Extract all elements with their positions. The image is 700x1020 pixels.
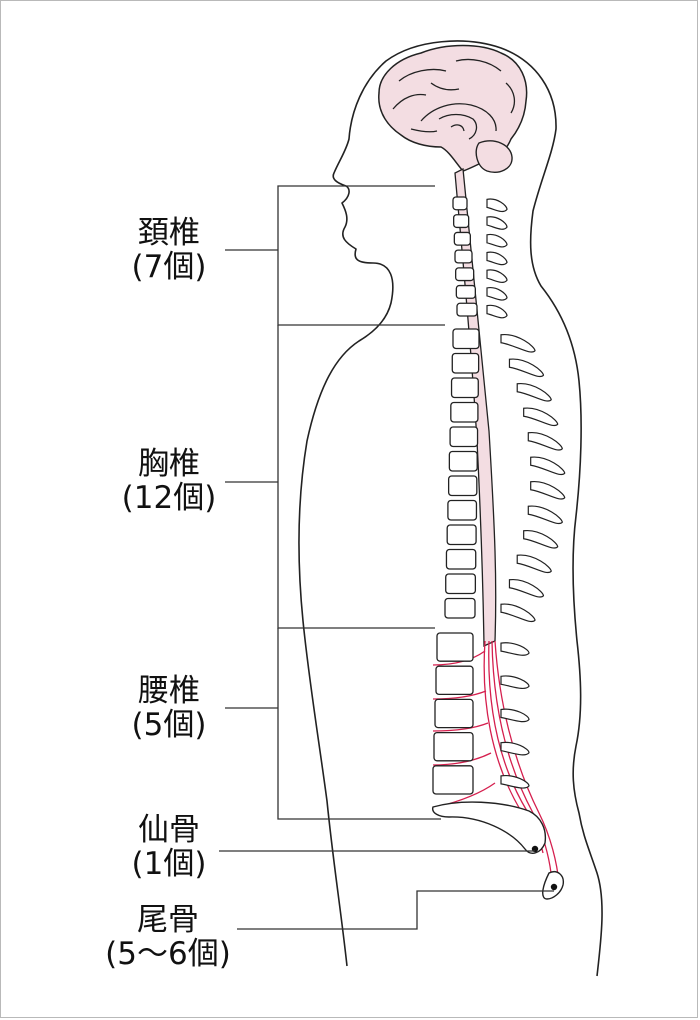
thoracic-count: (12個) bbox=[121, 480, 217, 516]
coccyx-count: (5〜6個) bbox=[105, 936, 231, 972]
thoracic-name: 胸椎 bbox=[138, 446, 200, 482]
lumbar-spinous-process bbox=[500, 708, 530, 723]
lumbar-vertebra bbox=[434, 698, 474, 729]
thoracic-spinous-process bbox=[516, 383, 552, 402]
thoracic-vertebra bbox=[445, 548, 477, 570]
lumbar-vertebra bbox=[433, 731, 474, 762]
thoracic-spinous-process bbox=[523, 530, 559, 549]
cerebellum bbox=[475, 140, 513, 173]
cervical-bracket bbox=[277, 185, 445, 326]
thoracic-vertebra bbox=[447, 475, 478, 497]
thoracic-vertebra bbox=[451, 352, 480, 374]
thoracic-vertebra bbox=[445, 573, 477, 595]
thoracic-vertebra bbox=[448, 450, 478, 472]
thoracic-vertebra bbox=[444, 597, 476, 619]
cervical-vertebra bbox=[455, 284, 476, 299]
thoracic-label: 胸椎 (12個) bbox=[79, 447, 259, 515]
coccyx-label: 尾骨 (5〜6個) bbox=[75, 903, 261, 971]
lumbar-spinous-process bbox=[500, 741, 530, 756]
thoracic-vertebra bbox=[450, 377, 479, 399]
thoracic-spinous-process bbox=[530, 456, 566, 476]
cervical-count: (7個) bbox=[131, 249, 207, 285]
thoracic-vertebra bbox=[450, 401, 479, 423]
brain-folds bbox=[392, 58, 516, 140]
cervical-spinous-process bbox=[486, 269, 508, 283]
vertebra-bodies bbox=[432, 196, 480, 795]
sacrum-label: 仙骨 (1個) bbox=[79, 813, 259, 881]
thoracic-spinous-process bbox=[530, 481, 566, 500]
bracket-lines bbox=[219, 185, 554, 930]
cervical-spinous-process bbox=[486, 233, 508, 248]
cervical-spinous-process bbox=[486, 198, 508, 213]
cervical-vertebra bbox=[453, 231, 471, 246]
lumbar-spinous-process bbox=[500, 774, 530, 789]
body-silhouette bbox=[298, 40, 603, 977]
lumbar-vertebra bbox=[436, 632, 474, 662]
sacrum-count: (1個) bbox=[131, 846, 207, 882]
lumbar-spinous-process bbox=[500, 642, 530, 656]
cervical-spinous-process bbox=[486, 251, 508, 266]
thoracic-spinous-process bbox=[527, 505, 563, 525]
cervical-vertebra bbox=[455, 267, 475, 282]
thoracic-vertebra bbox=[452, 328, 480, 350]
coccyx-label-line bbox=[237, 890, 554, 930]
sacrum-name: 仙骨 bbox=[138, 812, 200, 848]
coccyx-pointer-dot bbox=[550, 883, 558, 891]
cervical-spinous-process bbox=[486, 287, 508, 301]
thoracic-vertebra bbox=[449, 426, 479, 448]
lumbar-bracket bbox=[277, 628, 441, 820]
sacrum bbox=[432, 801, 547, 854]
cervical-label: 頚椎 (7個) bbox=[79, 216, 259, 284]
cervical-vertebra bbox=[453, 214, 470, 229]
thoracic-spinous-process bbox=[516, 554, 552, 574]
thoracic-spinous-process bbox=[527, 432, 563, 451]
cervical-name: 頚椎 bbox=[138, 215, 200, 251]
thoracic-spinous-process bbox=[508, 358, 545, 378]
coccyx-name: 尾骨 bbox=[137, 902, 199, 938]
thoracic-spinous-process bbox=[523, 407, 559, 427]
lumbar-count: (5個) bbox=[131, 707, 207, 743]
lumbar-vertebra bbox=[432, 765, 474, 795]
lumbar-spinous-process bbox=[500, 675, 530, 689]
lumbar-label: 腰椎 (5個) bbox=[79, 674, 259, 742]
thoracic-spinous-process bbox=[500, 603, 536, 623]
thoracic-spinous-process bbox=[508, 579, 545, 598]
cervical-spinous-process bbox=[486, 304, 508, 319]
cervical-spinous-process bbox=[486, 216, 508, 230]
cervical-vertebra bbox=[454, 249, 473, 264]
spinous-processes bbox=[486, 198, 566, 789]
cervical-vertebra bbox=[452, 196, 468, 211]
thoracic-spinous-process bbox=[500, 334, 536, 353]
lumbar-vertebra bbox=[435, 665, 474, 696]
thoracic-vertebra bbox=[447, 499, 478, 521]
thoracic-vertebra bbox=[446, 524, 477, 546]
lumbar-name: 腰椎 bbox=[138, 673, 200, 709]
cervical-vertebra bbox=[456, 302, 478, 317]
